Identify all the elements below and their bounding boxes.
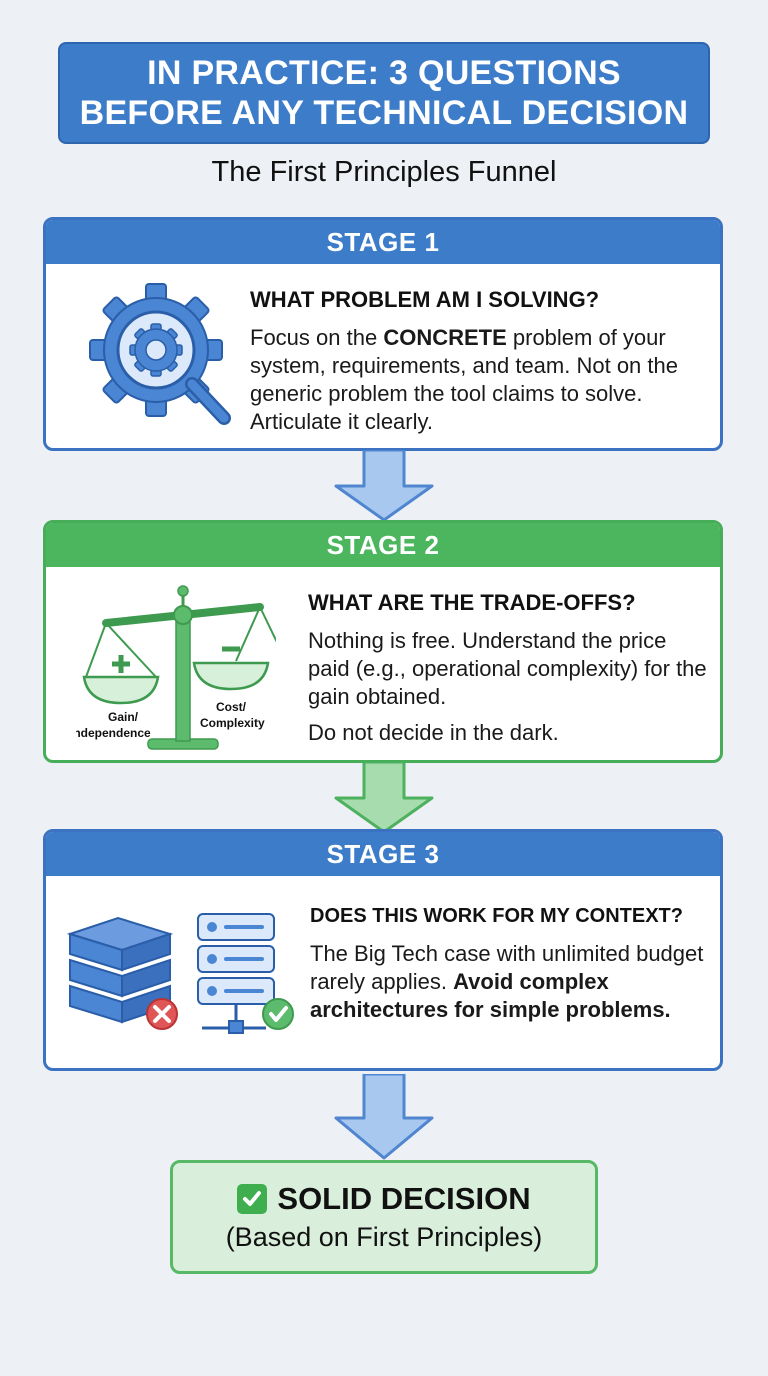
stage-2-text: WHAT ARE THE TRADE-OFFS? Nothing is free… bbox=[308, 589, 708, 747]
scale-left-label-1: Gain/ bbox=[108, 710, 139, 724]
stage-1-text-bold: CONCRETE bbox=[383, 325, 507, 350]
stage-1-description: Focus on the CONCRETE problem of your sy… bbox=[250, 324, 710, 436]
arrow-down-icon-1 bbox=[334, 448, 434, 527]
title-line-1: IN PRACTICE: 3 QUESTIONS bbox=[147, 54, 621, 92]
scale-right-label-2: Complexity bbox=[200, 716, 265, 730]
stage-3-question: DOES THIS WORK FOR MY CONTEXT? bbox=[310, 905, 683, 927]
subtitle: The First Principles Funnel bbox=[211, 156, 557, 188]
arrow-down-icon-2 bbox=[334, 760, 434, 839]
servers-comparison-icon bbox=[66, 910, 306, 1045]
stage-3-text-a: The Big Tech case with unlimited budget … bbox=[310, 941, 704, 994]
stage-2-question: WHAT ARE THE TRADE-OFFS? bbox=[308, 590, 636, 615]
stage-2-description: Nothing is free. Understand the price pa… bbox=[308, 628, 707, 709]
stage-1-card: STAGE 1 bbox=[43, 217, 723, 451]
stage-1-question: WHAT PROBLEM AM I SOLVING? bbox=[250, 287, 600, 312]
check-mark-icon bbox=[237, 1184, 268, 1214]
final-title-row: SOLID DECISION bbox=[237, 1179, 531, 1219]
stage-1-text: WHAT PROBLEM AM I SOLVING? Focus on the … bbox=[250, 286, 710, 436]
stage-1-text-a: Focus on the bbox=[250, 325, 384, 350]
stage-3-description: The Big Tech case with unlimited budget … bbox=[310, 940, 710, 1024]
final-title: SOLID DECISION bbox=[277, 1181, 531, 1216]
scale-right-label-1: Cost/ bbox=[216, 700, 247, 714]
scale-left-label-2: Independence bbox=[76, 726, 151, 740]
stage-3-text: DOES THIS WORK FOR MY CONTEXT? The Big T… bbox=[310, 902, 710, 1024]
arrow-down-icon-3 bbox=[334, 1072, 434, 1165]
stage-3-card: STAGE 3 bbox=[43, 829, 723, 1071]
solid-decision-box: SOLID DECISION (Based on First Principle… bbox=[170, 1160, 598, 1274]
gear-magnifier-icon bbox=[84, 278, 244, 443]
stage-2-card: STAGE 2 Gain/ Independence Cost/ bbox=[43, 520, 723, 763]
stage-2-description-2: Do not decide in the dark. bbox=[308, 720, 559, 745]
final-subtitle: (Based on First Principles) bbox=[225, 1222, 543, 1252]
balance-scale-icon: Gain/ Independence Cost/ Complexity bbox=[70, 581, 287, 756]
title-banner: IN PRACTICE: 3 QUESTIONS BEFORE ANY TECH… bbox=[58, 42, 710, 144]
stage-1-header: STAGE 1 bbox=[46, 220, 720, 264]
stage-2-header: STAGE 2 bbox=[46, 523, 720, 567]
stage-1-text-b: problem of your system, requirements, an… bbox=[250, 325, 678, 434]
stage-3-header: STAGE 3 bbox=[46, 832, 720, 876]
title-line-2: BEFORE ANY TECHNICAL DECISION bbox=[79, 94, 689, 132]
stage-3-text-bold: Avoid complex architectures for simple p… bbox=[310, 969, 671, 1022]
